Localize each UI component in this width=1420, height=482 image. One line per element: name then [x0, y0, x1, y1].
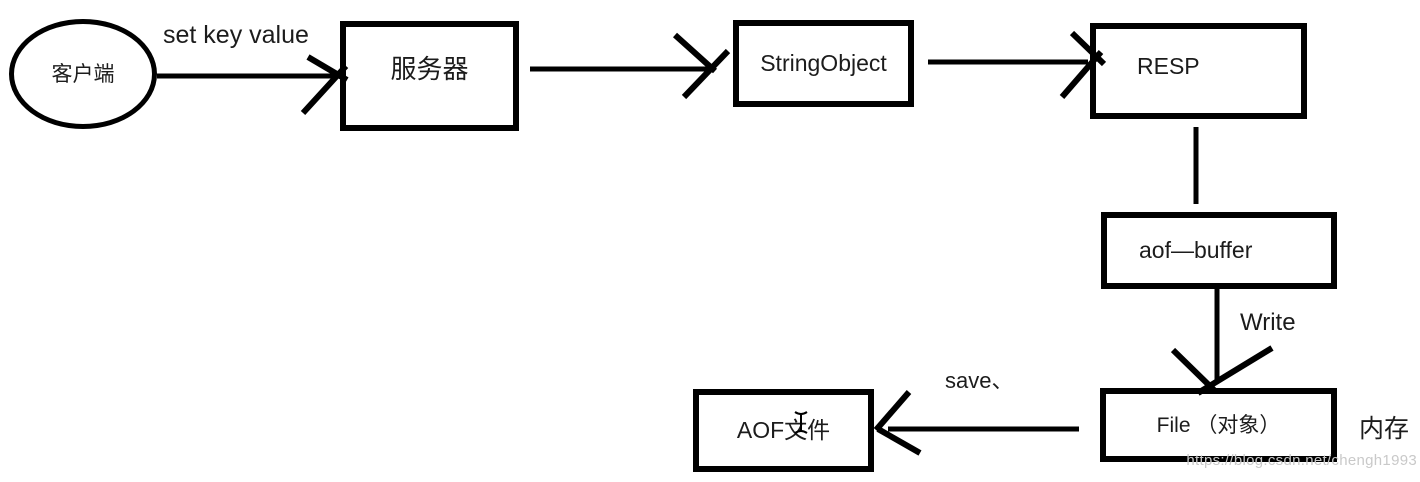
edge-label-save: save、	[945, 368, 1014, 393]
node-server: 服务器	[340, 21, 519, 131]
node-string-object: StringObject	[733, 20, 914, 107]
arrow-file-to-aof-file	[873, 390, 1079, 456]
node-resp: RESP	[1090, 23, 1307, 119]
node-client: 客户端	[9, 19, 157, 129]
arrow-server-to-string-object	[530, 32, 731, 100]
node-file-object: File （对象）	[1100, 388, 1337, 462]
node-aof-buffer: aof—buffer	[1101, 212, 1337, 289]
arrow-string-object-to-resp	[928, 30, 1107, 99]
arrow-aof-buffer-to-file	[1170, 289, 1274, 396]
node-aof-file-label: AOF文件	[736, 417, 831, 443]
node-client-label: 客户端	[51, 62, 115, 86]
memory-annotation: 内存	[1359, 415, 1410, 443]
arrow-client-to-server	[157, 54, 349, 116]
node-resp-label: RESP	[1137, 52, 1200, 79]
watermark-url: https://blog.csdn.net/chengh1993	[1186, 452, 1417, 469]
node-aof-file: AOF文件	[693, 389, 874, 472]
node-file-object-label: File （对象）	[1156, 413, 1281, 437]
node-string-object-label: StringObject	[760, 50, 887, 76]
node-aof-buffer-label: aof—buffer	[1139, 237, 1253, 263]
node-server-label: 服务器	[390, 54, 469, 84]
edge-label-write: Write	[1240, 309, 1296, 336]
edge-label-set-key-value: set key value	[163, 21, 309, 49]
